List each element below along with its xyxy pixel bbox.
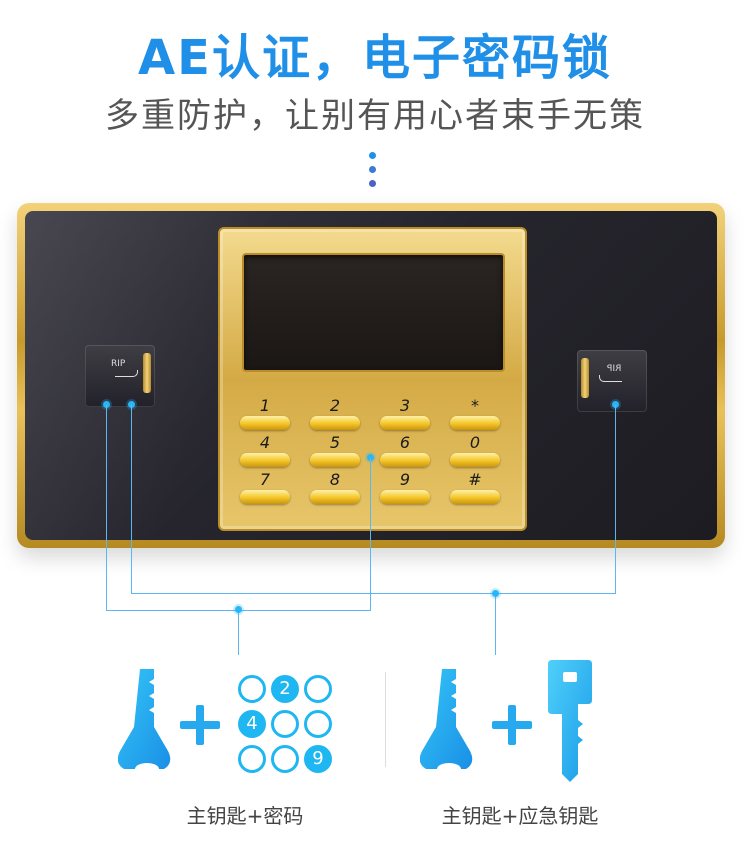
plus-icon	[180, 705, 220, 745]
page-title: AE认证，电子密码锁	[138, 30, 612, 86]
digit-circle: 9	[304, 745, 332, 773]
connector-dot	[612, 401, 619, 408]
rotate-arrow-icon	[115, 370, 138, 377]
key-8[interactable]	[310, 490, 360, 504]
digit-circle: 4	[238, 710, 266, 738]
plus-icon	[492, 705, 532, 745]
connector-line	[238, 610, 239, 655]
right-option-caption: 主钥匙+应急钥匙	[441, 804, 599, 828]
left-keyhole[interactable]: RIP	[85, 345, 155, 407]
keyhole-slot	[581, 358, 589, 398]
key-label: *	[471, 396, 479, 415]
divider-dot	[369, 166, 376, 173]
connector-dot	[492, 590, 499, 597]
key-6[interactable]	[380, 453, 430, 467]
digit-circle	[304, 675, 332, 703]
lcd-screen	[242, 253, 505, 372]
divider-dot	[369, 180, 376, 187]
digit-circle	[304, 710, 332, 738]
left-option-caption: 主钥匙+密码	[186, 804, 304, 828]
key-0[interactable]	[450, 453, 500, 467]
connector-line	[106, 405, 107, 610]
key-label: #	[468, 470, 482, 489]
digit-circle	[238, 675, 266, 703]
key-4[interactable]	[240, 453, 290, 467]
emergency-key-icon	[548, 660, 592, 782]
connector-dot	[367, 454, 374, 461]
keyhole-label: RIP	[111, 359, 126, 369]
connector-dot	[235, 606, 242, 613]
option-divider	[385, 672, 386, 767]
key-label: 9	[399, 470, 411, 489]
key-label: 4	[259, 433, 271, 452]
key-label: 8	[329, 470, 341, 489]
key-7[interactable]	[240, 490, 290, 504]
connector-line	[615, 405, 616, 593]
key-label: 3	[399, 396, 411, 415]
key-hash[interactable]	[450, 490, 500, 504]
digit-circle: 2	[271, 675, 299, 703]
connector-line	[131, 405, 132, 593]
master-key-icon	[118, 669, 171, 775]
digit-circle	[238, 745, 266, 773]
keyhole-slot	[143, 353, 151, 393]
key-3[interactable]	[380, 416, 430, 430]
page-subtitle: 多重防护，让别有用心者束手无策	[105, 96, 645, 136]
rotate-arrow-icon	[599, 375, 622, 382]
keypad	[218, 227, 527, 531]
connector-dot	[103, 401, 110, 408]
connector-line	[131, 593, 616, 594]
key-5[interactable]	[310, 453, 360, 467]
key-9[interactable]	[380, 490, 430, 504]
key-label: 6	[399, 433, 411, 452]
digit-circle	[271, 710, 299, 738]
connector-dot	[128, 401, 135, 408]
divider-dot	[369, 152, 376, 159]
key-1[interactable]	[240, 416, 290, 430]
key-label: 0	[469, 433, 481, 452]
master-key-icon	[420, 669, 473, 775]
connector-line	[370, 458, 371, 610]
keyhole-label: RIP	[607, 364, 622, 374]
key-2[interactable]	[310, 416, 360, 430]
key-label: 5	[329, 433, 341, 452]
connector-line	[495, 593, 496, 655]
key-label: 1	[259, 396, 271, 415]
key-star[interactable]	[450, 416, 500, 430]
key-label: 7	[259, 470, 271, 489]
digit-circle	[271, 745, 299, 773]
key-label: 2	[329, 396, 341, 415]
